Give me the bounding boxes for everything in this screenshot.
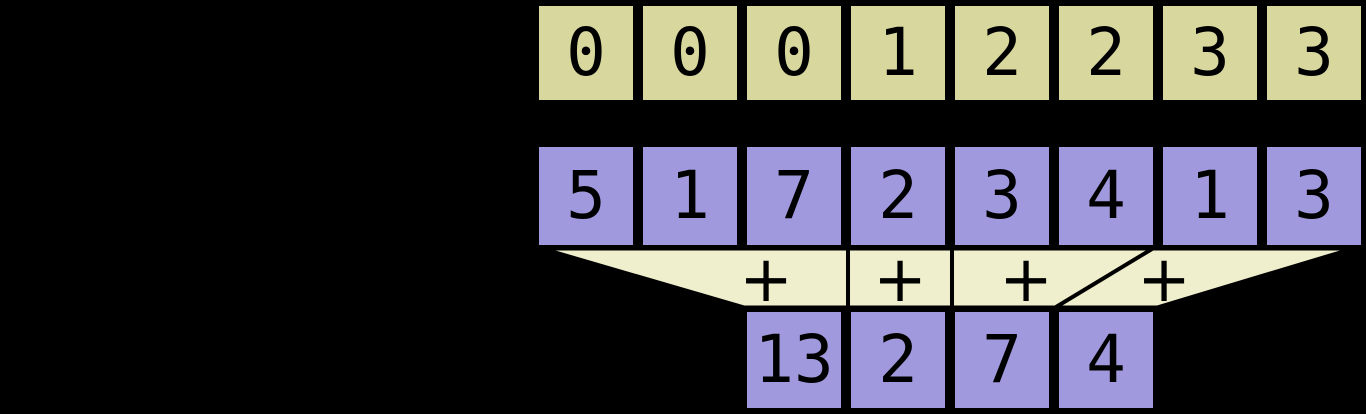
array-cell: 1 bbox=[640, 144, 740, 248]
input-array-row: 5 1 7 2 3 4 1 3 bbox=[536, 144, 1364, 248]
array-cell: 3 bbox=[952, 144, 1052, 248]
array-cell: 1 bbox=[1160, 144, 1260, 248]
array-cell: 0 bbox=[640, 3, 740, 103]
array-cell: 2 bbox=[848, 309, 948, 411]
array-cell: 0 bbox=[536, 3, 636, 103]
funnel-shape bbox=[544, 247, 1351, 309]
array-cell: 13 bbox=[744, 309, 844, 411]
array-cell: 5 bbox=[536, 144, 636, 248]
array-cell: 2 bbox=[848, 144, 948, 248]
array-cell: 3 bbox=[1264, 3, 1364, 103]
plus-operator-icon: + bbox=[739, 243, 793, 317]
array-cell: 7 bbox=[952, 309, 1052, 411]
array-cell: 0 bbox=[744, 3, 844, 103]
array-cell: 2 bbox=[952, 3, 1052, 103]
array-cell: 4 bbox=[1056, 144, 1156, 248]
array-cell: 3 bbox=[1160, 3, 1260, 103]
plus-operator-icon: + bbox=[1137, 243, 1191, 317]
array-cell: 3 bbox=[1264, 144, 1364, 248]
array-cell: 7 bbox=[744, 144, 844, 248]
array-cell: 4 bbox=[1056, 309, 1156, 411]
array-cell: 2 bbox=[1056, 3, 1156, 103]
funnel-divider-diagonal bbox=[1054, 247, 1154, 309]
array-cell: 1 bbox=[848, 3, 948, 103]
plus-operator-icon: + bbox=[873, 243, 927, 317]
merged-array-row: 13 2 7 4 bbox=[744, 309, 1156, 411]
count-array-row: 0 0 0 1 2 2 3 3 bbox=[536, 3, 1364, 103]
plus-operator-icon: + bbox=[999, 243, 1053, 317]
